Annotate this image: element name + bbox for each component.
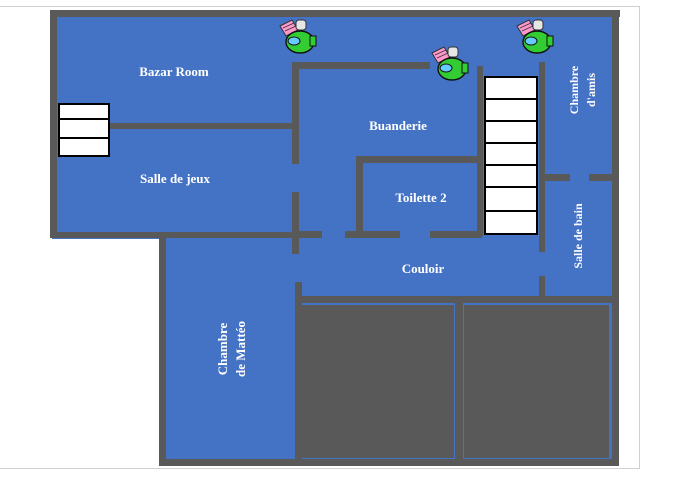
wall-bain-top-left — [544, 174, 570, 181]
wall-amis-left-low — [539, 276, 545, 298]
wall-garage-top — [295, 296, 619, 303]
wall-matteo-right — [295, 296, 302, 461]
garage-bay-right — [464, 305, 609, 458]
room-label-bazar-room: Bazar Room — [139, 64, 209, 79]
wall-outer-right — [612, 10, 619, 466]
room-label-couloir: Couloir — [402, 261, 445, 276]
staircase-icon — [484, 76, 538, 235]
room-label-chambre-matteo-line1: Chambre — [215, 323, 230, 376]
walls — [50, 10, 620, 466]
wall-outer-left — [50, 10, 57, 238]
wall-buanderie-top — [298, 62, 430, 69]
wall-couloir-top-c — [430, 231, 482, 238]
staircase-left — [58, 103, 110, 157]
room-label-chambre-amis: Chambre d'amis — [567, 65, 598, 114]
staircase-icon — [58, 103, 110, 157]
wall-vertical-a-low — [295, 282, 302, 299]
wall-vertical-a-mid — [292, 192, 299, 254]
wall-outer-bottom — [159, 459, 619, 466]
wall-vertical-a-top — [292, 62, 299, 164]
room-label-toilette-2: Toilette 2 — [395, 190, 446, 205]
room-label-chambre-matteo-line2: de Mattéo — [233, 321, 248, 377]
wall-toilette-top — [356, 156, 480, 163]
room-label-salle-de-jeux: Salle de jeux — [140, 171, 211, 186]
wall-lower-left — [159, 236, 166, 466]
room-label-chambre-amis-line2: d'amis — [584, 73, 598, 107]
room-label-salle-de-bain-text: Salle de bain — [571, 203, 585, 269]
wall-mid-bottom-left — [50, 232, 295, 238]
room-label-chambre-matteo: Chambre de Mattéo — [215, 321, 248, 377]
garage-bay-left — [302, 305, 454, 458]
wall-bain-top-right — [589, 174, 617, 181]
wall-garage-divider — [455, 303, 463, 460]
staircase-right — [484, 76, 538, 235]
room-label-buanderie: Buanderie — [369, 118, 427, 133]
wall-stair-left — [477, 66, 483, 236]
garage — [302, 305, 609, 458]
room-label-salle-de-bain: Salle de bain — [571, 203, 585, 269]
page-edge-right — [639, 6, 640, 468]
wall-amis-left — [539, 62, 545, 252]
wall-couloir-top-a — [298, 231, 322, 238]
room-label-chambre-amis-line1: Chambre — [567, 65, 581, 114]
wall-outer-top — [50, 10, 620, 17]
wall-toilette-left — [356, 156, 363, 238]
wall-couloir-top-b — [345, 231, 400, 238]
page-edge-bottom — [0, 468, 640, 469]
page-edge-top — [0, 6, 640, 7]
wall-bazar-jeux — [108, 123, 298, 129]
